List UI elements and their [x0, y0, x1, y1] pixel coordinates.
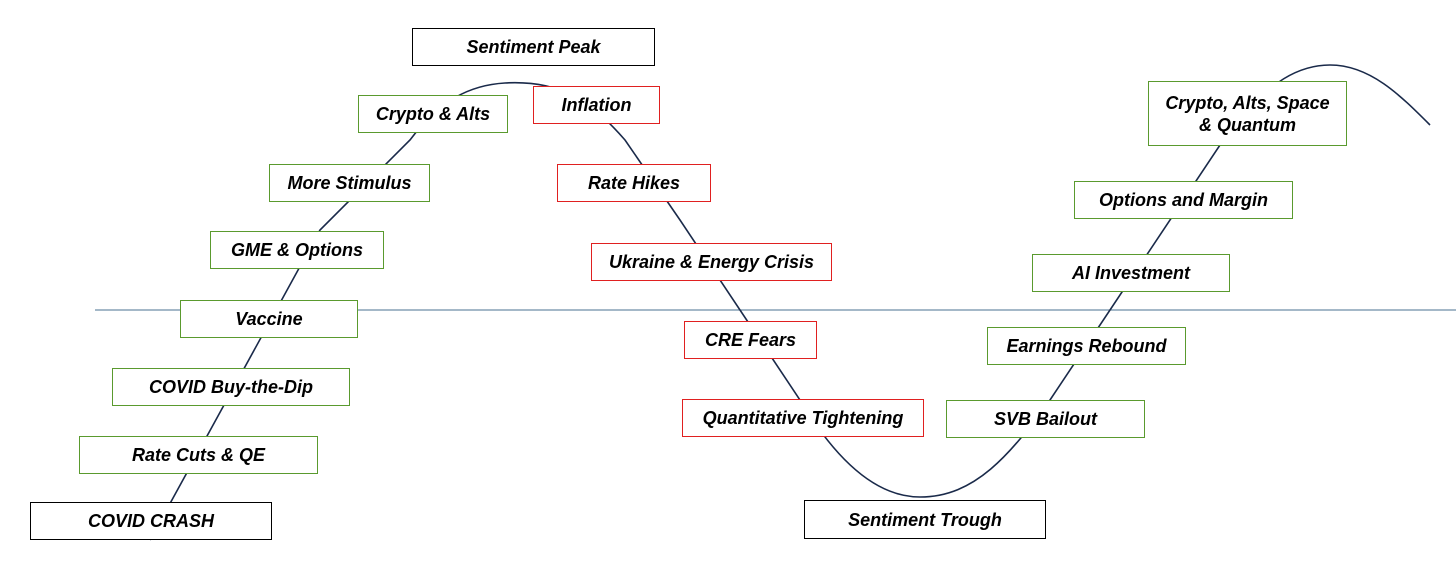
sentiment-peak-label: Sentiment Peak — [412, 28, 655, 66]
covid-buy-the-dip-label: COVID Buy-the-Dip — [112, 368, 350, 406]
inflation-label: Inflation — [533, 86, 660, 124]
cre-fears-label: CRE Fears — [684, 321, 817, 359]
earnings-rebound-label: Earnings Rebound — [987, 327, 1186, 365]
ukraine-energy-label: Ukraine & Energy Crisis — [591, 243, 832, 281]
rate-cuts-qe-label: Rate Cuts & QE — [79, 436, 318, 474]
options-margin-label: Options and Margin — [1074, 181, 1293, 219]
ai-investment-label: AI Investment — [1032, 254, 1230, 292]
covid-crash-label: COVID CRASH — [30, 502, 272, 540]
rate-hikes-label: Rate Hikes — [557, 164, 711, 202]
crypto-alts-space-quantum-label: Crypto, Alts, Space & Quantum — [1148, 81, 1347, 146]
vaccine-label: Vaccine — [180, 300, 358, 338]
more-stimulus-label: More Stimulus — [269, 164, 430, 202]
quantitative-tightening-label: Quantitative Tightening — [682, 399, 924, 437]
gme-options-label: GME & Options — [210, 231, 384, 269]
svb-bailout-label: SVB Bailout — [946, 400, 1145, 438]
sentiment-curve — [149, 64, 1431, 541]
crypto-alts-label: Crypto & Alts — [358, 95, 508, 133]
sentiment-trough-label: Sentiment Trough — [804, 500, 1046, 539]
